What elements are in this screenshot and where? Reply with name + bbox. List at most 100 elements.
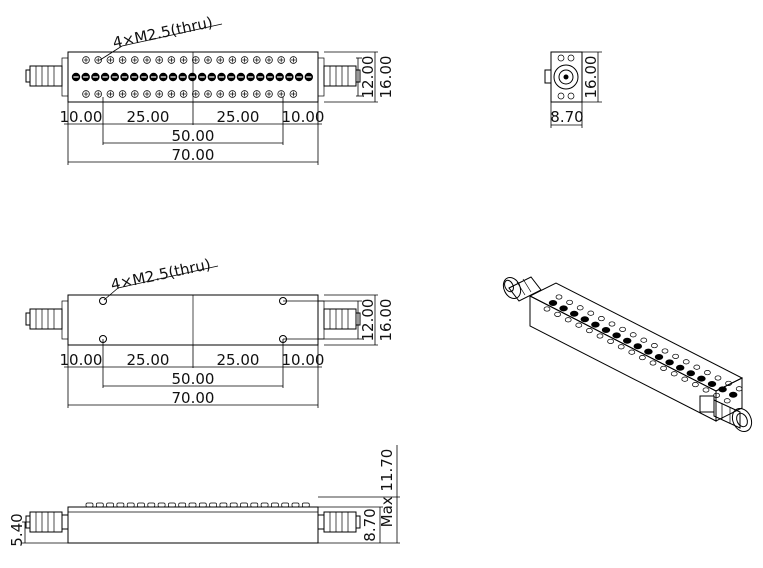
side-connector-outer	[553, 64, 579, 90]
screw-head	[209, 502, 217, 508]
screw-head	[198, 502, 207, 508]
screw-head	[260, 502, 269, 508]
cover-screw	[240, 56, 249, 64]
iso-cover-screw	[649, 360, 657, 366]
cover-screw	[228, 56, 237, 64]
bottom-left-connector	[25, 308, 63, 330]
cover-screw	[228, 90, 237, 98]
iso-tuning-screw	[654, 354, 664, 360]
screw-head	[116, 502, 125, 508]
top-left-connector	[25, 65, 63, 87]
iso-tuning-screw	[665, 359, 674, 366]
iso-right-connector	[699, 395, 753, 433]
iso-cover-screw	[702, 387, 710, 393]
iso-tuning-screw	[591, 321, 600, 328]
top-right-connector	[323, 65, 361, 87]
screw-head	[106, 502, 114, 508]
iso-cover-screw	[566, 299, 573, 305]
side-view-tab	[544, 69, 552, 84]
side-screw-2	[567, 54, 575, 62]
screw-head	[240, 502, 248, 508]
top-view-tuning-screws	[71, 56, 313, 98]
screw-head	[95, 502, 104, 508]
front-dim-body-height: 8.70	[361, 508, 379, 541]
screw-head	[229, 502, 238, 508]
cover-screw	[106, 56, 115, 64]
iso-tuning-screw	[570, 310, 579, 317]
top-view: 4×M2.5(thru) 12.00 16.00 10.00 25.00 25.…	[25, 13, 395, 165]
cover-screw	[277, 90, 285, 98]
screw-head	[291, 502, 300, 508]
cover-screw	[289, 56, 298, 64]
top-dim-span: 50.00	[172, 127, 215, 145]
iso-cover-screw	[725, 380, 732, 386]
cover-screw	[94, 56, 102, 64]
top-dim-pitch-right: 25.00	[217, 108, 260, 126]
iso-cover-screw	[640, 337, 648, 343]
top-callout-underline	[121, 23, 223, 47]
bottom-dim-edge-right: 10.00	[282, 351, 325, 369]
iso-cover-screw	[714, 375, 722, 381]
iso-cover-screw	[639, 355, 646, 361]
front-view: 5.40 8.70 Max 11.70	[8, 445, 400, 547]
cover-screw	[143, 56, 151, 64]
iso-tuning-screws	[543, 294, 743, 404]
iso-tuning-screw	[548, 300, 558, 306]
cover-screw	[265, 90, 273, 98]
iso-cover-screw	[670, 371, 678, 377]
side-connector-pin	[563, 74, 569, 80]
iso-cover-screw	[575, 322, 583, 328]
iso-cover-screw	[586, 328, 593, 334]
cover-screw	[167, 90, 176, 98]
iso-cover-screw	[619, 326, 626, 332]
bottom-dim-outer-height: 16.00	[377, 299, 395, 342]
iso-cover-screw	[576, 305, 584, 311]
iso-cover-screw	[682, 359, 690, 365]
front-dim-connector-height: 5.40	[8, 513, 26, 546]
iso-cover-screw	[704, 370, 711, 376]
iso-top-face	[528, 282, 744, 392]
cover-screw	[204, 56, 212, 64]
bottom-hole-callout: 4×M2.5(thru)	[109, 255, 212, 294]
bottom-callout-underline	[117, 265, 219, 289]
iso-tuning-screw	[707, 381, 717, 387]
iso-tuning-screw	[580, 316, 589, 323]
iso-cover-screw	[555, 294, 563, 300]
screw-head	[301, 502, 310, 508]
bottom-left-flange	[61, 300, 69, 340]
front-left-connector	[25, 511, 69, 533]
iso-cover-screw	[735, 386, 743, 392]
cover-screw	[94, 90, 102, 98]
iso-cover-screw	[617, 344, 625, 350]
iso-tuning-screw	[601, 327, 611, 333]
iso-tuning-screw	[644, 348, 653, 355]
bottom-dim-overall: 70.00	[172, 389, 215, 407]
iso-tuning-screw	[633, 343, 642, 350]
screw-head	[281, 502, 290, 508]
top-dim-edge-left: 10.00	[60, 108, 103, 126]
iso-tuning-screw	[729, 391, 738, 398]
top-left-flange	[61, 57, 69, 97]
iso-cover-screw	[598, 316, 605, 322]
top-dim-outer-height: 16.00	[377, 56, 395, 99]
cover-screw	[240, 90, 249, 98]
iso-cover-screw	[607, 338, 614, 344]
cover-screw	[131, 90, 139, 98]
cover-screw	[167, 56, 176, 64]
bottom-view: 4×M2.5(thru) 12.00 16.00 10.00 25.00 25.…	[25, 255, 395, 408]
top-dim-overall: 70.00	[172, 146, 215, 164]
iso-tuning-screw	[686, 370, 695, 377]
iso-cover-screw	[554, 311, 561, 317]
cover-screw	[192, 90, 200, 98]
screw-head	[250, 502, 259, 508]
bottom-right-connector	[323, 308, 361, 330]
screw-head	[85, 502, 94, 508]
iso-cover-screw	[628, 349, 636, 355]
cover-screw	[82, 56, 90, 64]
side-dim-width: 8.70	[550, 108, 583, 126]
iso-tuning-screw	[718, 386, 727, 393]
iso-front-face	[529, 295, 717, 422]
iso-cover-screw	[672, 353, 679, 359]
iso-tuning-screw	[697, 375, 706, 382]
cover-screw	[179, 56, 188, 64]
